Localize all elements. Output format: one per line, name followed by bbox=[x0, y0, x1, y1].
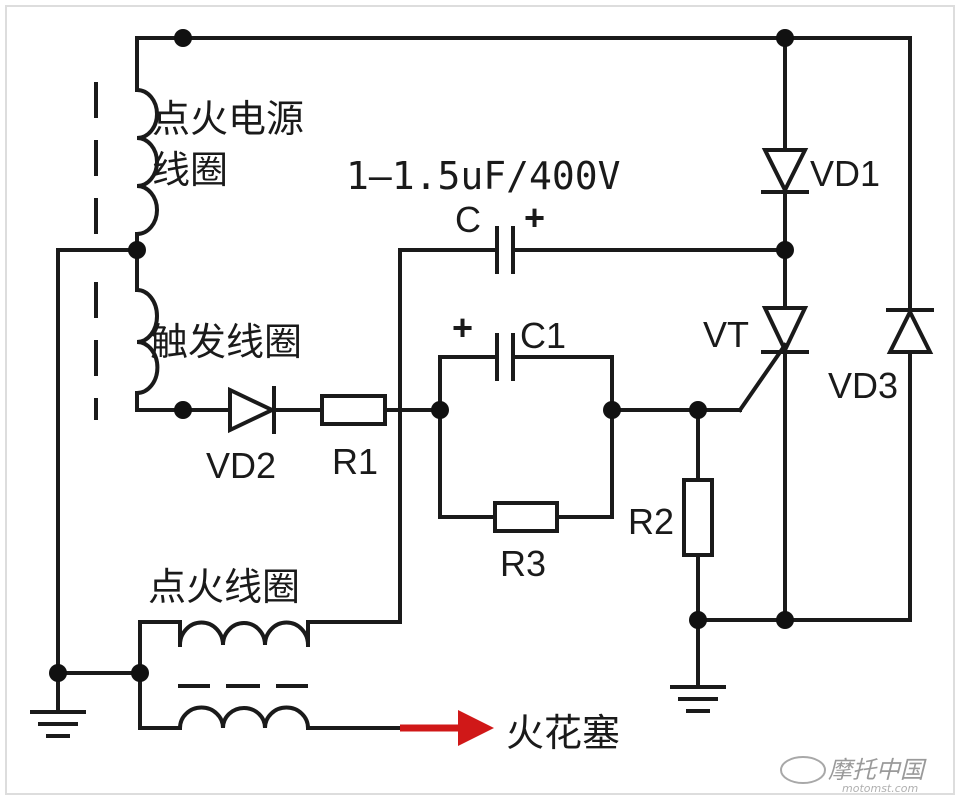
watermark-url: motomst.com bbox=[842, 782, 918, 795]
capacitor-c bbox=[495, 226, 515, 274]
spark-arrow-icon bbox=[400, 710, 494, 746]
label-vd2: VD2 bbox=[206, 445, 276, 486]
watermark-text: 摩托中国 bbox=[828, 756, 927, 784]
trigger-coil-label: 触发线圈 bbox=[150, 320, 302, 364]
label-c-plus: + bbox=[524, 197, 545, 238]
label-r2: R2 bbox=[628, 501, 674, 542]
ignition-primary-winding bbox=[178, 620, 310, 646]
power-coil-winding bbox=[136, 88, 159, 236]
label-r1: R1 bbox=[332, 441, 378, 482]
ignition-secondary-winding bbox=[178, 705, 310, 729]
watermark: 摩托中国 motomst.com bbox=[780, 756, 927, 795]
resistor-r1 bbox=[320, 394, 387, 426]
diode-vd1 bbox=[761, 148, 809, 195]
junction-dots bbox=[49, 29, 794, 682]
ground-left bbox=[30, 710, 86, 738]
power-coil-label-line1: 点火电源 bbox=[152, 97, 304, 141]
capacitor-c1 bbox=[495, 333, 515, 381]
watermark-logo-icon bbox=[780, 756, 826, 784]
label-r3: R3 bbox=[500, 543, 546, 584]
frame bbox=[5, 5, 955, 795]
capacitor-rating-label: 1—1.5uF/400V bbox=[346, 154, 621, 198]
resistor-r3 bbox=[493, 501, 559, 533]
ignition-coil-label: 点火线圈 bbox=[148, 565, 300, 609]
label-c1-plus: + bbox=[452, 307, 473, 348]
power-coil-label-line2: 线圈 bbox=[152, 148, 228, 192]
diode-vd2 bbox=[228, 386, 277, 434]
trigger-coil-winding bbox=[136, 288, 160, 395]
label-vd1: VD1 bbox=[810, 153, 880, 194]
diode-vd3 bbox=[886, 307, 934, 354]
label-vd3: VD3 bbox=[828, 365, 898, 406]
spark-plug-label: 火花塞 bbox=[506, 711, 620, 755]
resistor-r2 bbox=[682, 478, 714, 557]
label-c1: C1 bbox=[520, 315, 566, 356]
ground-right bbox=[670, 685, 726, 713]
thyristor-vt bbox=[761, 306, 809, 355]
label-c: C bbox=[455, 199, 481, 240]
label-vt: VT bbox=[703, 314, 749, 355]
wires bbox=[56, 36, 912, 730]
